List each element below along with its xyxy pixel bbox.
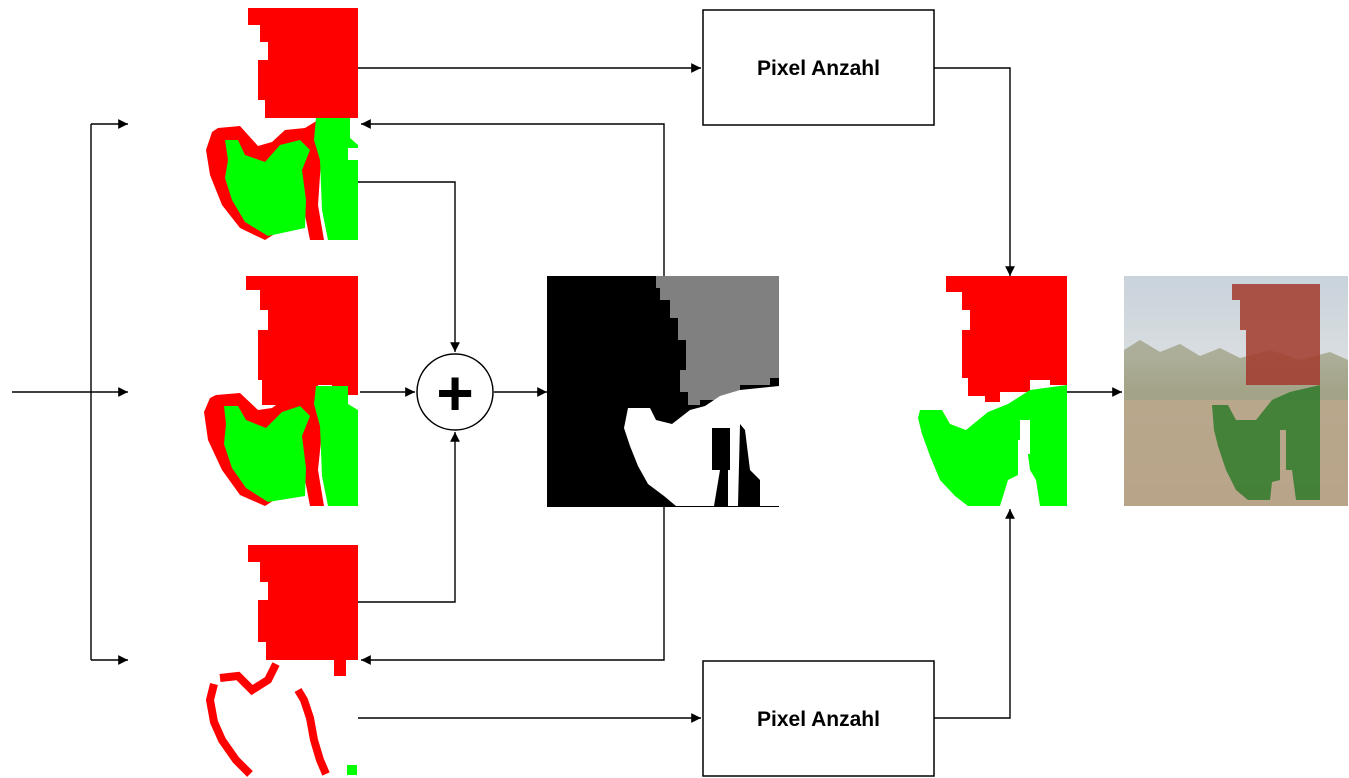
result-red-region xyxy=(946,276,1067,402)
mask-top-red-region xyxy=(248,8,358,135)
arrow-mask-top-to-sum xyxy=(358,181,460,352)
mask-middle-green-region xyxy=(224,406,310,502)
pixel-count-box-top-frame xyxy=(702,9,935,126)
arrow-box-bottom-to-result xyxy=(934,508,1015,719)
mask-top-green-region-2 xyxy=(314,118,358,240)
mask-top-green-region xyxy=(225,140,310,236)
mask-top-white-gap xyxy=(348,148,358,160)
sum-operator: + xyxy=(416,353,494,431)
fused-label-map xyxy=(547,276,779,507)
pixel-count-box-bottom-frame xyxy=(702,660,935,777)
fused-map-white-region xyxy=(624,386,779,506)
result-mask xyxy=(918,276,1067,506)
pixel-count-box-top: Pixel Anzahl xyxy=(702,9,935,126)
mask-middle-green-region-2 xyxy=(314,386,358,506)
mask-bottom-red-region xyxy=(248,545,358,676)
connector-arrows xyxy=(12,63,1122,723)
pixel-count-box-top-label: Pixel Anzahl xyxy=(757,57,880,80)
fused-map-gray-region xyxy=(656,276,779,405)
mask-bottom-red-outline xyxy=(205,662,330,777)
segmentation-mask-top xyxy=(206,8,358,240)
pixel-count-box-bottom-label: Pixel Anzahl xyxy=(757,708,880,731)
mask-bottom-green-dot xyxy=(347,765,357,775)
arrow-fused-to-mask-bottom xyxy=(361,507,665,665)
fused-map-white-notch xyxy=(766,410,779,440)
result-green-region xyxy=(918,385,1067,506)
photo-red-overlay xyxy=(1232,284,1320,385)
sum-operator-symbol: + xyxy=(436,357,473,429)
segmentation-mask-middle xyxy=(204,276,358,506)
overlay-photo xyxy=(1124,276,1348,506)
arrow-box-top-to-result xyxy=(934,67,1015,276)
mask-middle-red-region xyxy=(246,276,358,405)
arrow-fused-to-mask-top xyxy=(361,119,665,276)
segmentation-mask-bottom xyxy=(205,545,358,777)
pixel-count-box-bottom: Pixel Anzahl xyxy=(702,660,935,777)
result-white-notch xyxy=(1020,420,1030,454)
sum-operator-circle xyxy=(416,353,494,431)
photo-green-overlay xyxy=(1212,385,1320,500)
arrow-mask-bottom-to-sum xyxy=(358,432,460,603)
fused-map-black-notch xyxy=(712,428,730,470)
